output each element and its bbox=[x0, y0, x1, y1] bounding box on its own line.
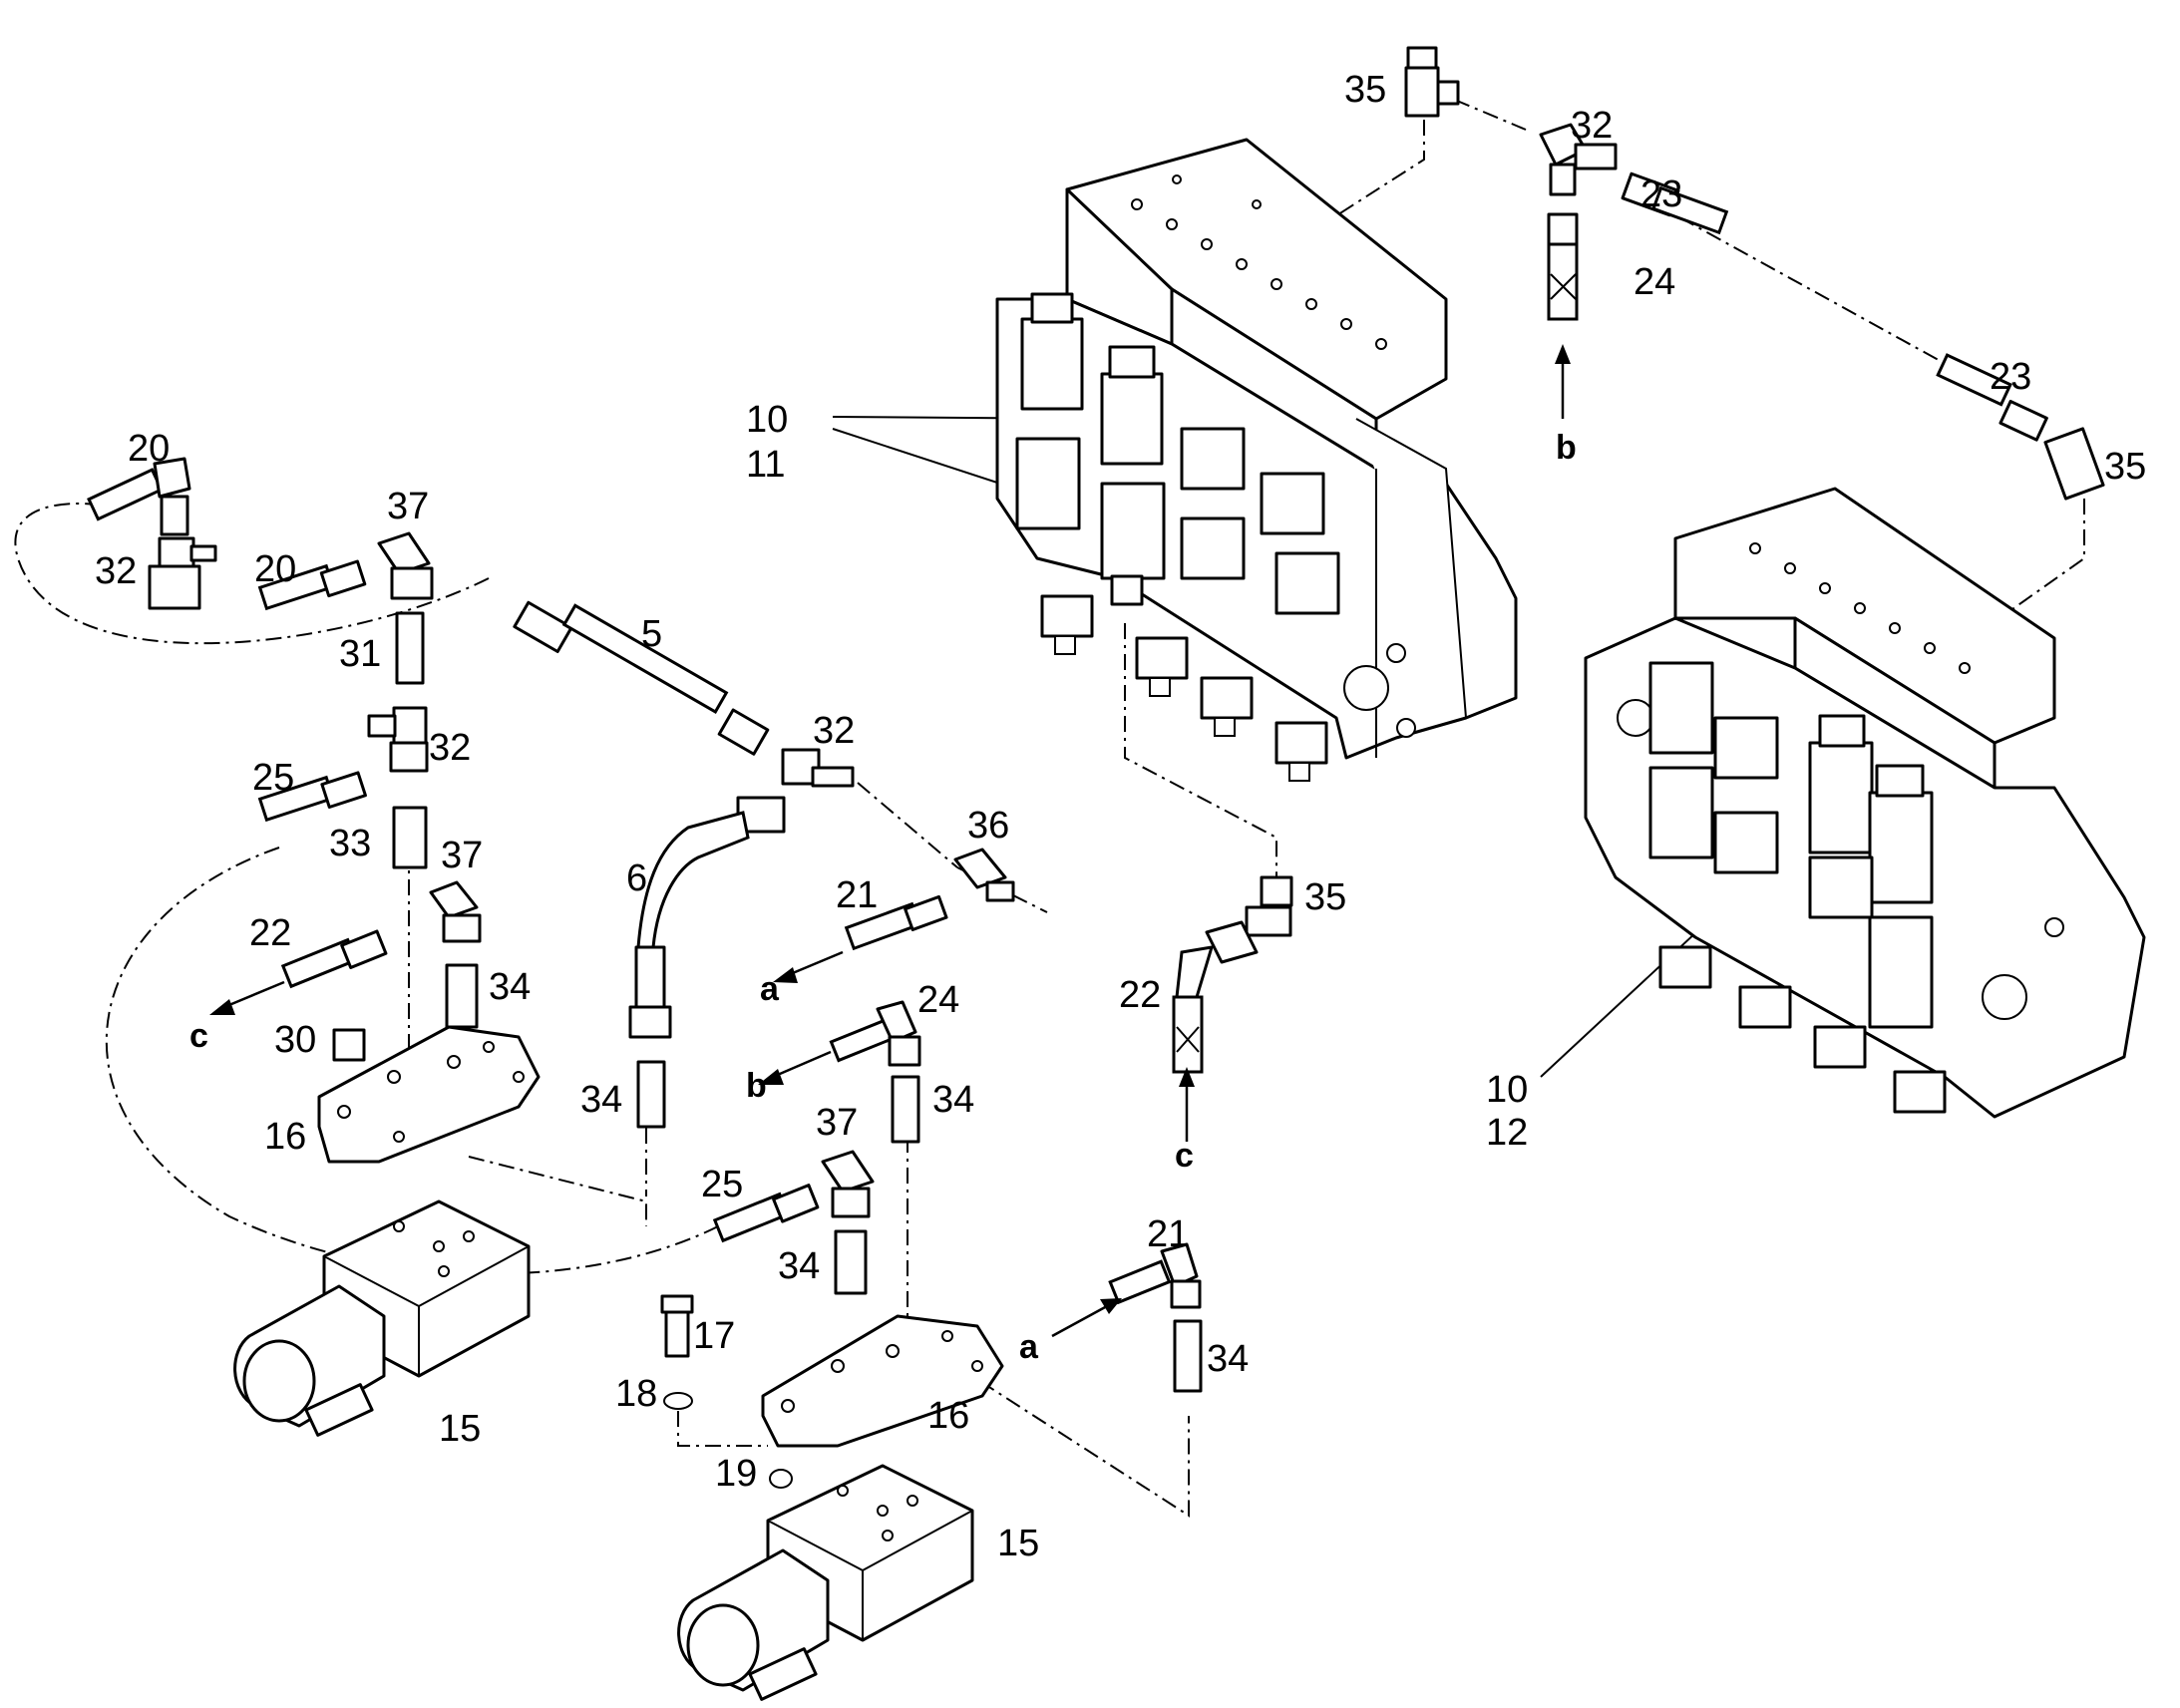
callout-35: 35 bbox=[1344, 69, 1386, 111]
callout-22: 22 bbox=[1119, 974, 1161, 1016]
secondary-top-holes bbox=[1749, 542, 1971, 674]
callout-24: 24 bbox=[1634, 261, 1675, 303]
pipe-5 bbox=[561, 603, 729, 714]
directional-valve-15-left bbox=[233, 1199, 531, 1437]
callout-32: 32 bbox=[429, 727, 471, 769]
washer-18 bbox=[663, 1392, 693, 1410]
callout-16: 16 bbox=[264, 1116, 306, 1158]
fitting-35-top bbox=[1404, 66, 1440, 118]
callout-24: 24 bbox=[917, 979, 959, 1021]
callout-16: 16 bbox=[927, 1395, 969, 1437]
center-right-fittings bbox=[1172, 875, 1293, 1074]
subplate-16-right bbox=[761, 1314, 1004, 1448]
callout-12: 12 bbox=[1486, 1112, 1528, 1154]
connection-arrows bbox=[209, 344, 1571, 1338]
callout-21: 21 bbox=[836, 874, 878, 916]
lower-fittings bbox=[660, 1150, 1203, 1489]
callout-5: 5 bbox=[641, 613, 662, 655]
nut-19 bbox=[769, 1469, 793, 1489]
callout-34: 34 bbox=[932, 1079, 974, 1121]
nipple-34-left bbox=[445, 963, 479, 1029]
tee-32-mid bbox=[392, 706, 428, 746]
screw-30 bbox=[332, 1028, 366, 1062]
electric-connectors bbox=[1040, 594, 1328, 782]
callout-15: 15 bbox=[997, 1523, 1039, 1564]
pipe-5-nut-left bbox=[513, 600, 573, 653]
nipple-34-center bbox=[636, 1060, 666, 1129]
main-valve-manifold bbox=[995, 138, 1518, 782]
pipe-and-center-fittings bbox=[513, 600, 1015, 1144]
callout-36: 36 bbox=[967, 805, 1009, 847]
callout-21: 21 bbox=[1147, 1213, 1189, 1255]
callout-22: 22 bbox=[249, 912, 291, 954]
hose-23-right bbox=[1936, 353, 2012, 407]
callout-34: 34 bbox=[1207, 1338, 1249, 1380]
nipple-34-right bbox=[891, 1075, 920, 1144]
fitting-35-top-cap bbox=[1406, 46, 1438, 70]
callout-20: 20 bbox=[128, 428, 170, 470]
callout-10: 10 bbox=[746, 399, 788, 441]
tee-32-left bbox=[158, 536, 195, 568]
callout-25: 25 bbox=[701, 1164, 743, 1205]
hose-21-lower bbox=[1108, 1259, 1172, 1305]
solenoid-valve-upper-left bbox=[1015, 292, 1084, 530]
coil-blocks bbox=[1180, 427, 1340, 615]
solenoid-valve-upper-right bbox=[1100, 345, 1166, 606]
fitting-24-top bbox=[1547, 212, 1579, 246]
hose-20-left bbox=[87, 468, 164, 521]
callout-23: 23 bbox=[1990, 356, 2031, 398]
callout-37: 37 bbox=[387, 486, 429, 527]
adapter-33 bbox=[392, 806, 428, 869]
connection-letter-c: c bbox=[189, 1017, 208, 1055]
callout-20: 20 bbox=[254, 548, 296, 590]
callout-6: 6 bbox=[626, 857, 647, 899]
callout-34: 34 bbox=[778, 1245, 820, 1287]
callout-37: 37 bbox=[816, 1102, 858, 1144]
callout-30: 30 bbox=[274, 1019, 316, 1061]
callout-34: 34 bbox=[580, 1079, 622, 1121]
fitting-35-center bbox=[1260, 875, 1293, 907]
callout-23: 23 bbox=[1640, 173, 1682, 215]
elbow-37-top bbox=[377, 531, 431, 575]
connection-letter-labels: b a c b c a bbox=[189, 429, 1577, 1366]
callout-17: 17 bbox=[693, 1315, 735, 1357]
callout-33: 33 bbox=[329, 823, 371, 864]
callout-32: 32 bbox=[813, 710, 855, 752]
callout-18: 18 bbox=[615, 1373, 657, 1415]
top-right-fittings bbox=[1404, 46, 2105, 501]
connection-letter-c: c bbox=[1175, 1137, 1194, 1175]
callout-10: 10 bbox=[1486, 1069, 1528, 1111]
nipple-31 bbox=[395, 611, 425, 685]
connection-letter-a: a bbox=[1019, 1328, 1039, 1366]
left-fittings bbox=[87, 457, 482, 1062]
hose-6 bbox=[636, 811, 750, 949]
callout-35: 35 bbox=[2104, 446, 2146, 488]
callout-32: 32 bbox=[95, 550, 137, 592]
secondary-valve-manifold bbox=[1584, 487, 2146, 1119]
elbow-37-mid bbox=[429, 880, 479, 919]
nipple-34-lower bbox=[834, 1229, 868, 1295]
callout-34: 34 bbox=[489, 966, 531, 1008]
callout-25: 25 bbox=[252, 757, 294, 799]
connection-letter-a: a bbox=[760, 970, 780, 1008]
manifold-top-holes bbox=[1131, 174, 1387, 350]
cross-36 bbox=[953, 848, 1007, 889]
callout-35: 35 bbox=[1304, 876, 1346, 918]
subplate-16-left bbox=[317, 1025, 541, 1164]
directional-valve-15-right bbox=[677, 1464, 974, 1701]
elbow-22-right bbox=[1205, 920, 1259, 964]
callout-32: 32 bbox=[1571, 105, 1613, 147]
callout-11: 11 bbox=[746, 444, 785, 486]
nipple-34-lower-right bbox=[1173, 1319, 1203, 1393]
elbow-37-lower bbox=[821, 1150, 875, 1194]
callout-37: 37 bbox=[441, 835, 483, 876]
callout-15: 15 bbox=[439, 1408, 481, 1450]
connection-letter-b: b bbox=[1556, 429, 1577, 467]
callout-31: 31 bbox=[339, 633, 381, 675]
callout-19: 19 bbox=[715, 1453, 757, 1495]
fitting-35-right bbox=[2043, 427, 2105, 501]
connection-letter-b: b bbox=[746, 1067, 767, 1105]
